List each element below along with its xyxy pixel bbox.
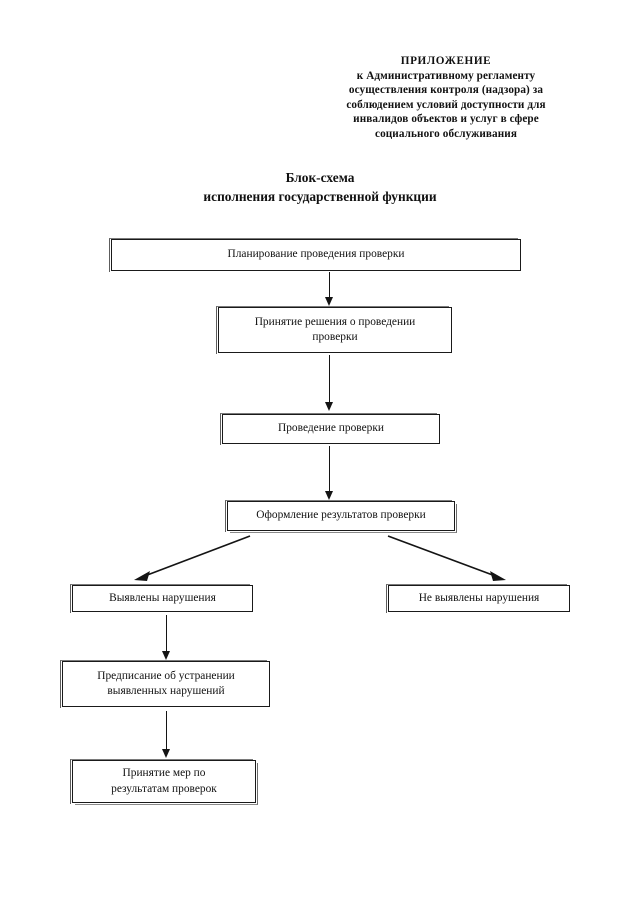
connector-order-to-measures [162, 711, 171, 758]
connector-shaft [165, 711, 168, 749]
appendix-line-3: осуществления контроля (надзора) за [348, 84, 544, 97]
appendix-line-1: ПРИЛОЖЕНИЕ [400, 55, 492, 67]
connector-shaft [328, 272, 331, 297]
connector-shaft [165, 615, 168, 651]
arrowhead-icon [325, 491, 333, 500]
flow-node-order-label: Предписание об устранении выявленных нар… [97, 669, 235, 698]
flow-node-measures-label: Принятие мер по результатам проверок [111, 767, 217, 795]
connector-planning-to-decision [325, 272, 334, 306]
connector-shaft [328, 446, 331, 491]
appendix-header: ПРИЛОЖЕНИЕ к Административному регламент… [312, 54, 580, 142]
appendix-line-2: к Административному регламенту [356, 69, 536, 82]
connector-shaft [328, 355, 331, 402]
flow-node-planning-label: Планирование проведения проверки [227, 248, 405, 261]
page-title-line-2: исполнения государственной функции [203, 189, 437, 204]
connector-results-to-no-violations [387, 535, 506, 581]
arrowhead-icon [162, 749, 170, 758]
arrowhead-icon [162, 651, 170, 660]
connector-results-branch [120, 533, 520, 589]
flow-node-inspection-label: Проведение проверки [278, 422, 384, 435]
flow-node-measures: Принятие мер по результатам проверок [70, 759, 258, 805]
connector-inspection-to-results [325, 446, 334, 500]
arrowhead-icon [325, 402, 333, 411]
flow-node-violations-found: Выявлены нарушения [70, 584, 253, 613]
appendix-line-5: инвалидов объектов и услуг в сфере [353, 113, 539, 126]
flow-node-no-violations: Не выявлены нарушения [386, 584, 570, 613]
connector-decision-to-inspection [325, 355, 334, 411]
flow-node-inspection: Проведение проверки [220, 413, 440, 445]
appendix-line-4: соблюдением условий доступности для [346, 98, 546, 111]
flow-node-results: Оформление результатов проверки [225, 500, 457, 533]
flow-node-results-label: Оформление результатов проверки [256, 509, 426, 522]
page-title-line-1: Блок-схема [285, 170, 355, 185]
connector-violations-to-order [162, 615, 171, 660]
flow-node-violations-found-label: Выявлены нарушения [109, 591, 216, 604]
flow-node-decision-label: Принятие решения о проведении проверки [254, 315, 416, 344]
appendix-line-6: социального обслуживания [375, 127, 517, 140]
arrowhead-icon [325, 297, 333, 306]
flow-node-no-violations-label: Не выявлены нарушения [418, 591, 540, 604]
flow-node-order: Предписание об устранении выявленных нар… [60, 660, 270, 708]
page-title: Блок-схема исполнения государственной фу… [60, 168, 580, 206]
flow-node-planning: Планирование проведения проверки [109, 238, 521, 272]
flow-node-decision: Принятие решения о проведении проверки [216, 306, 452, 354]
connector-results-to-violations-found [134, 535, 251, 581]
